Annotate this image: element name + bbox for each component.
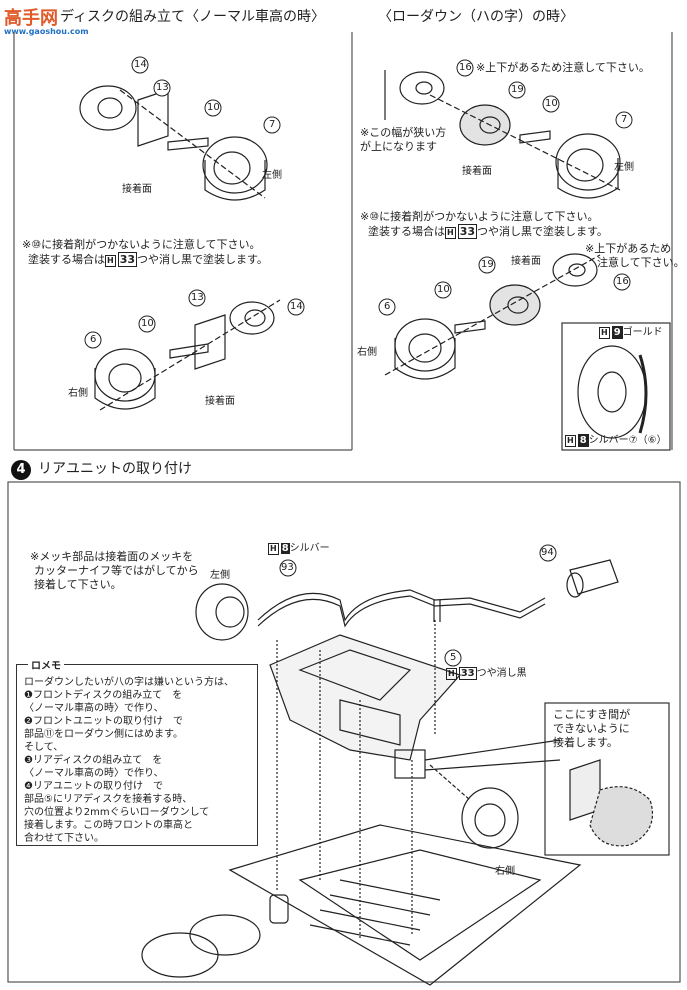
memo-box [16, 664, 258, 846]
memo-line-7: ❸リアディスクの組み立て を [24, 755, 163, 766]
step-4-badge: 4 [11, 460, 31, 480]
part-19-label: 19 [511, 84, 524, 95]
paint-black-text: つや消し黒 [476, 668, 527, 679]
paint-badge: H [268, 543, 279, 555]
paint-badge: H [565, 435, 576, 447]
note-width: ※この幅が狭い方が上になります [360, 126, 447, 153]
part-19b-label: 19 [481, 259, 494, 270]
part14-ring [79, 85, 137, 131]
note-updown-2a: ※上下があるため [585, 242, 672, 255]
note-updown-2b: 注意して下さい。 [597, 256, 685, 269]
part-16-label: 16 [459, 62, 472, 73]
memo-line-12: 接着します。この時フロントの車高と [24, 820, 193, 831]
paint-black-code: 33 [458, 667, 477, 680]
part-10d-label: 10 [437, 284, 450, 295]
glue-face-label-4: 接着面 [205, 396, 235, 407]
watermark-logo: 高手网 www.gaoshou.com [4, 4, 89, 36]
chrome-note-3: 接着して下さい。 [34, 578, 122, 591]
paint-badge: H [445, 227, 456, 239]
part-6b-label: 6 [384, 301, 391, 312]
part-10c-label: 10 [545, 98, 558, 109]
paint-badge: H [446, 668, 457, 680]
note-glue-left-2-text: 塗装する場合は [28, 253, 105, 266]
part-ref: ⑦（⑥） [628, 435, 667, 446]
section4-title: リアユニットの取り付け [38, 461, 192, 477]
memo-line-6: そして、 [24, 742, 64, 753]
part-10-label: 10 [207, 102, 220, 113]
part-93-label: 93 [281, 562, 294, 573]
chrome-note-1: ※メッキ部品は接着面のメッキを [30, 550, 194, 563]
memo-line-4: ❷フロントユニットの取り付け で [24, 716, 183, 727]
left-side-label-1: 左側 [262, 170, 282, 181]
paint-silver-text: シルバー [289, 543, 330, 554]
note-glue-right-1: ※⑩に接着剤がつかないように注意して下さい。 [360, 210, 599, 223]
gold-code: 9 [611, 326, 623, 339]
memo-title: ロメモ [28, 660, 64, 674]
paint-code-33: 33 [117, 252, 138, 267]
section3-left-title: ディスクの組み立て〈ノーマル車高の時〉 [60, 9, 326, 25]
part-13-label: 13 [156, 82, 169, 93]
paint-silver-code: 8 [280, 543, 290, 554]
gap-note-2: できないように [553, 722, 630, 735]
gap-note-3: 接着します。 [553, 736, 618, 749]
part-7-label: 7 [269, 119, 276, 130]
paint-badge: H [599, 327, 610, 339]
part-7b-label: 7 [621, 114, 628, 125]
note-glue-left-1: ※⑩に接着剤がつかないように注意して下さい。 [22, 238, 261, 251]
note-updown: ※上下があるため注意して下さい。 [476, 61, 650, 74]
memo-line-8: 〈ノーマル車高の時〉で作り、 [24, 768, 164, 779]
left-side-label-2: 左側 [614, 162, 634, 173]
part13-plate [137, 89, 169, 147]
memo-line-9: ❹リアユニットの取り付け で [24, 781, 163, 792]
watermark-sub: www.gaoshou.com [4, 27, 89, 36]
paint-code-33: 33 [457, 224, 478, 239]
part-14-label: 14 [134, 59, 147, 70]
part-10b-label: 10 [141, 318, 154, 329]
part-5-label: 5 [450, 652, 457, 663]
memo-line-5: 部品⑪をローダウン側にはめます。 [24, 729, 183, 740]
section3-right-title: 〈ローダウン（ハの字）の時〉 [378, 9, 574, 25]
silver-text: シルバー [588, 435, 629, 446]
paint-text-33: つや消し黒で塗装します。 [137, 253, 268, 266]
right-side-label-1: 右側 [68, 388, 88, 399]
chrome-note-2: カッターナイフ等ではがしてから [34, 564, 199, 577]
part-13b-label: 13 [191, 292, 204, 303]
paint-badge: H [105, 255, 116, 267]
part-94-label: 94 [541, 547, 554, 558]
glue-face-label-2: 接着面 [462, 166, 492, 177]
right-side-label-2: 右側 [357, 347, 377, 358]
memo-line-10: 部品⑤にリアディスクを接着する時、 [24, 794, 193, 805]
glue-face-label-3: 接着面 [511, 256, 541, 267]
gold-text: ゴールド [622, 327, 663, 338]
glue-face-label-1: 接着面 [122, 184, 152, 195]
part-6-label: 6 [90, 334, 97, 345]
watermark-brand: 高手网 [4, 8, 58, 29]
memo-line-13: 合わせて下さい。 [24, 833, 104, 844]
rear-right-side: 右側 [495, 866, 515, 877]
rear-left-side: 左側 [210, 570, 230, 581]
paint-text-33: つや消し黒で塗装します。 [477, 225, 608, 238]
note-glue-right-2-text: 塗装する場合は [368, 225, 445, 238]
memo-line-1: ローダウンしたいが八の字は嫌いという方は、 [24, 677, 234, 688]
memo-line-2: ❶フロントディスクの組み立て を [24, 690, 183, 701]
part-14b-label: 14 [290, 301, 303, 312]
part-16b-label: 16 [616, 276, 629, 287]
memo-line-3: 〈ノーマル車高の時〉で作り、 [24, 703, 164, 714]
gap-note-1: ここにすき間が [553, 708, 631, 721]
memo-line-11: 穴の位置より2mmぐらいローダウンして [24, 807, 210, 818]
silver-code: 8 [577, 434, 589, 447]
